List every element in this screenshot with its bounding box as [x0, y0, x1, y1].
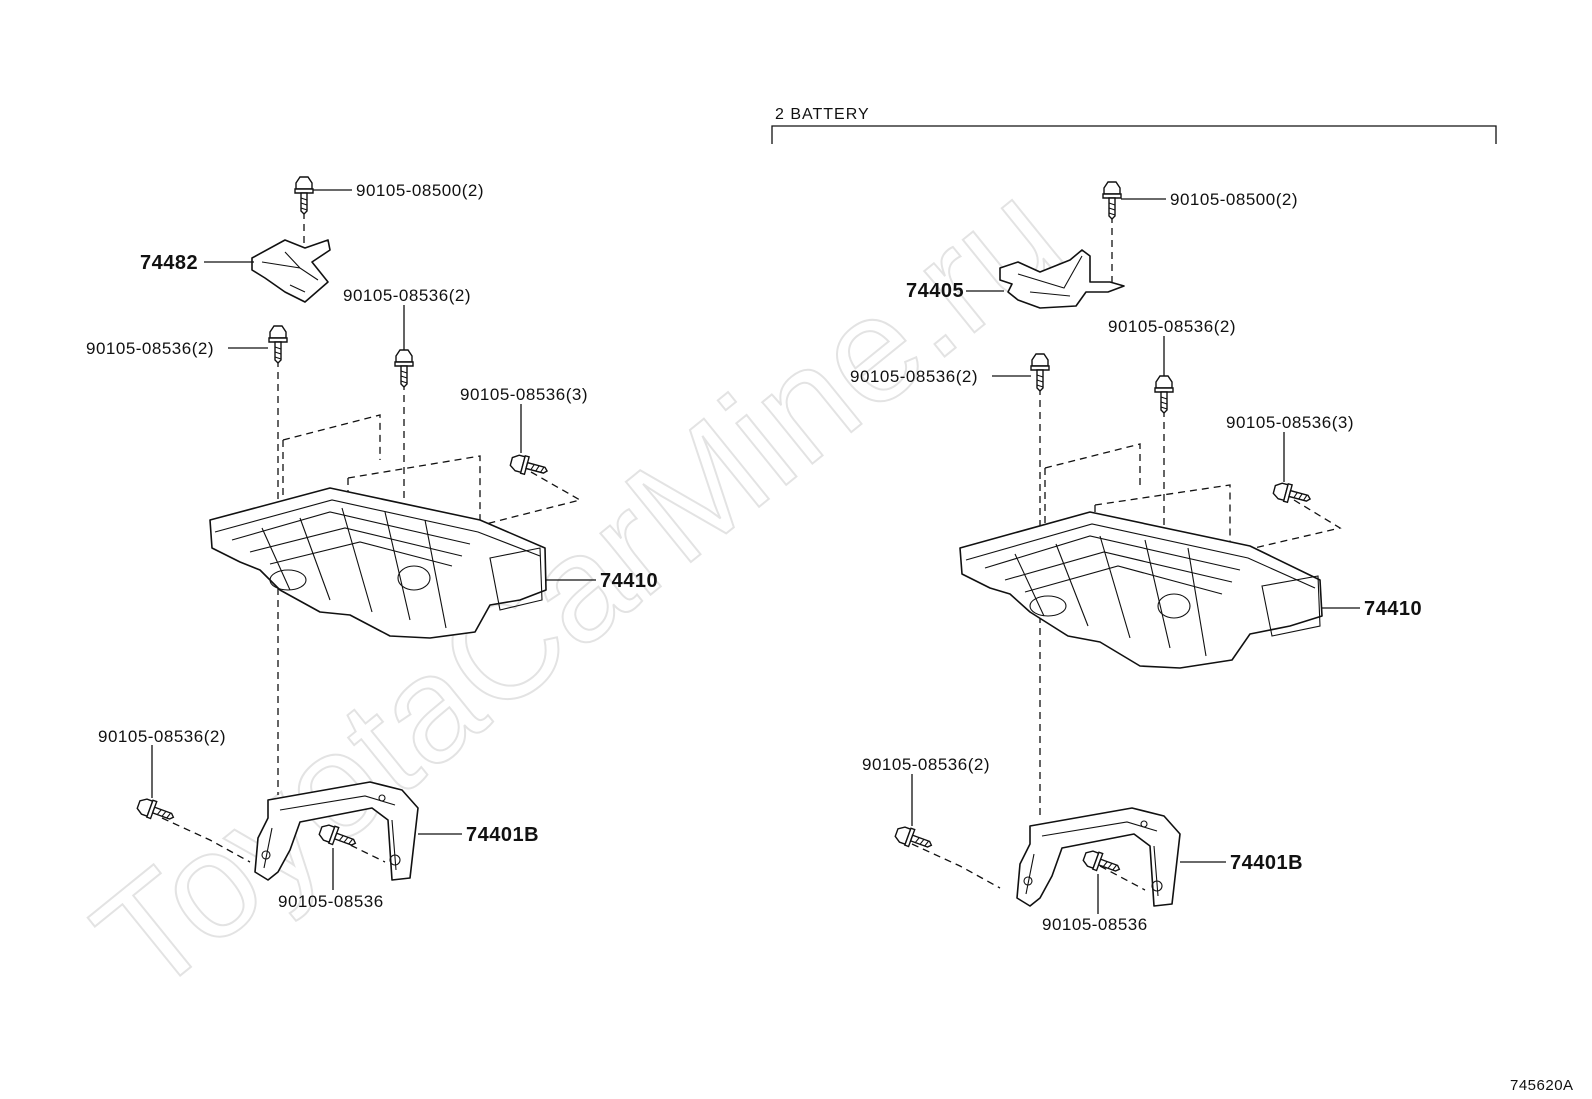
section-bracket: [771, 125, 1497, 144]
left-diagram: 90105-08500(2) 74482 90105-08536(2) 9010…: [86, 176, 658, 911]
part-label: 74482: [140, 252, 198, 274]
bolt-icon: [1080, 847, 1124, 879]
bolt-icon: [508, 452, 551, 481]
part-label: 90105-08536(2): [862, 755, 990, 774]
part-label: 90105-08536(2): [343, 286, 471, 305]
bolt-icon: [268, 325, 288, 364]
part-label: 90105-08536(2): [86, 339, 214, 358]
battery-tray-74410: [209, 487, 547, 639]
part-label: 90105-08500(2): [356, 181, 484, 200]
bolt-icon: [1102, 181, 1122, 220]
bolt-icon: [1271, 480, 1314, 509]
part-label: 90105-08536: [1042, 915, 1148, 934]
part-label: 90105-08536(3): [460, 385, 588, 404]
part-label: 90105-08536(2): [98, 727, 226, 746]
support-74401b: [254, 781, 419, 881]
part-label: 90105-08536(3): [1226, 413, 1354, 432]
battery-tray-74410: [959, 511, 1323, 669]
part-label: 74401B: [1230, 852, 1303, 874]
bracket-74405: [999, 249, 1125, 309]
support-74401b: [1016, 807, 1181, 907]
bolt-icon: [1030, 353, 1050, 392]
part-label: 74410: [1364, 598, 1422, 620]
bolt-icon: [394, 349, 414, 388]
part-label: 90105-08536: [278, 892, 384, 911]
bracket-74482: [251, 239, 331, 303]
bolt-icon: [892, 823, 936, 855]
part-label: 90105-08500(2): [1170, 190, 1298, 209]
part-label: 74405: [906, 280, 964, 302]
right-diagram: 2 BATTERY: [771, 106, 1497, 934]
bolt-icon: [294, 176, 314, 215]
part-label: 90105-08536(2): [1108, 317, 1236, 336]
part-label: 90105-08536(2): [850, 367, 978, 386]
part-label: 74401B: [466, 824, 539, 846]
section-title: 2 BATTERY: [775, 106, 870, 123]
part-label: 74410: [600, 570, 658, 592]
figure-id: 745620A: [1510, 1077, 1574, 1094]
bolt-icon: [1154, 375, 1174, 414]
